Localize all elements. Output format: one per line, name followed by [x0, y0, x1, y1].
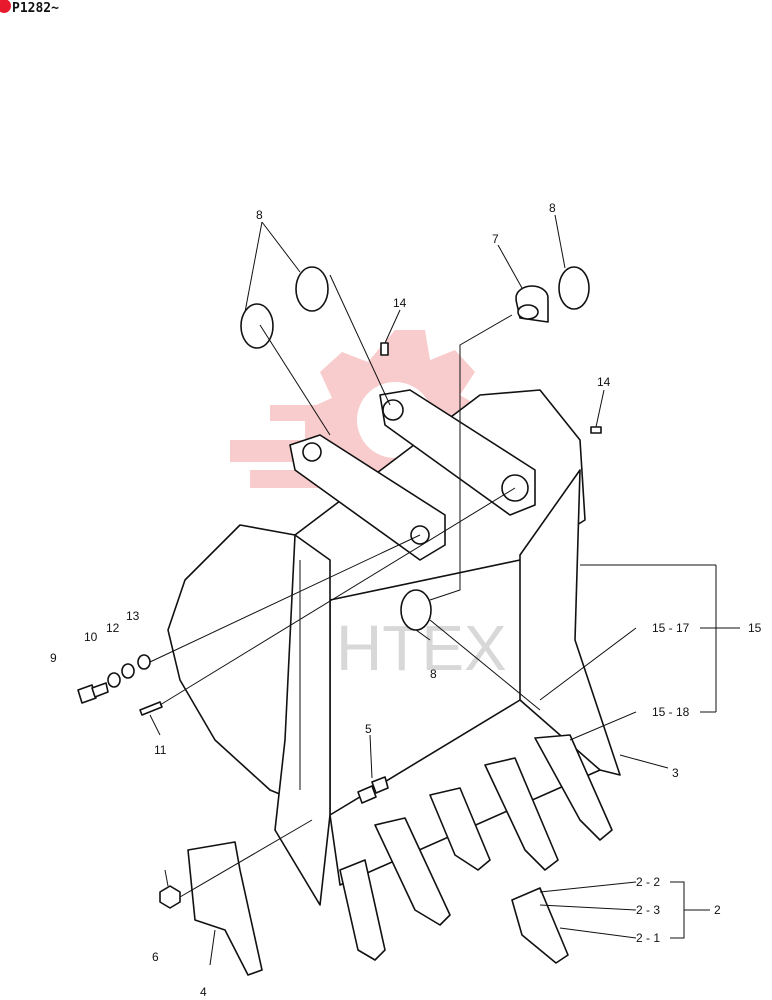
callout-6: 6	[152, 950, 159, 964]
callout-12: 12	[106, 621, 120, 635]
lock-pin-upper	[380, 342, 389, 356]
bolt-5	[357, 776, 389, 804]
callout-10: 10	[84, 630, 98, 644]
pin-11	[139, 701, 163, 716]
callout-labels: 8 8 8 7 14 14 15 15 - 17 15 - 18 13 12 1…	[50, 201, 762, 999]
callout-15-17: 15 - 17	[652, 621, 690, 635]
seal-ring-lower	[400, 589, 432, 631]
seal-ring-left	[240, 303, 274, 349]
callout-4: 4	[200, 985, 207, 999]
callout-8-right: 8	[549, 201, 556, 215]
bolt-9	[77, 682, 109, 704]
callout-8-lower: 8	[430, 667, 437, 681]
callout-9: 9	[50, 651, 57, 665]
header-dot-icon	[0, 0, 11, 13]
callout-15-18: 15 - 18	[652, 705, 690, 719]
lock-pin-right	[590, 426, 602, 434]
seal-ring-center	[295, 266, 329, 312]
callout-2-1: 2 - 1	[636, 931, 660, 945]
tooth-assembly	[511, 887, 569, 964]
callout-2: 2	[714, 903, 721, 917]
nut-6	[159, 885, 181, 909]
washer-10	[107, 672, 121, 688]
washer-13	[137, 654, 151, 670]
callout-15: 15	[748, 621, 762, 635]
callout-2-3: 2 - 3	[636, 903, 660, 917]
serial-label: P1282~	[12, 1, 59, 16]
callout-5: 5	[365, 722, 372, 736]
leader-lines	[149, 214, 740, 966]
callout-13: 13	[126, 609, 140, 623]
callout-11: 11	[154, 743, 167, 757]
callout-14-upper: 14	[393, 296, 407, 310]
seal-ring-right	[558, 266, 590, 310]
callout-14-right: 14	[597, 375, 611, 389]
callout-8-left: 8	[256, 208, 263, 222]
callout-7: 7	[492, 232, 499, 246]
callout-2-2: 2 - 2	[636, 875, 660, 889]
bushing	[515, 285, 549, 323]
bucket-teeth	[339, 734, 613, 961]
side-cutter	[187, 841, 263, 976]
callout-3: 3	[672, 766, 679, 780]
washer-12	[121, 663, 135, 679]
